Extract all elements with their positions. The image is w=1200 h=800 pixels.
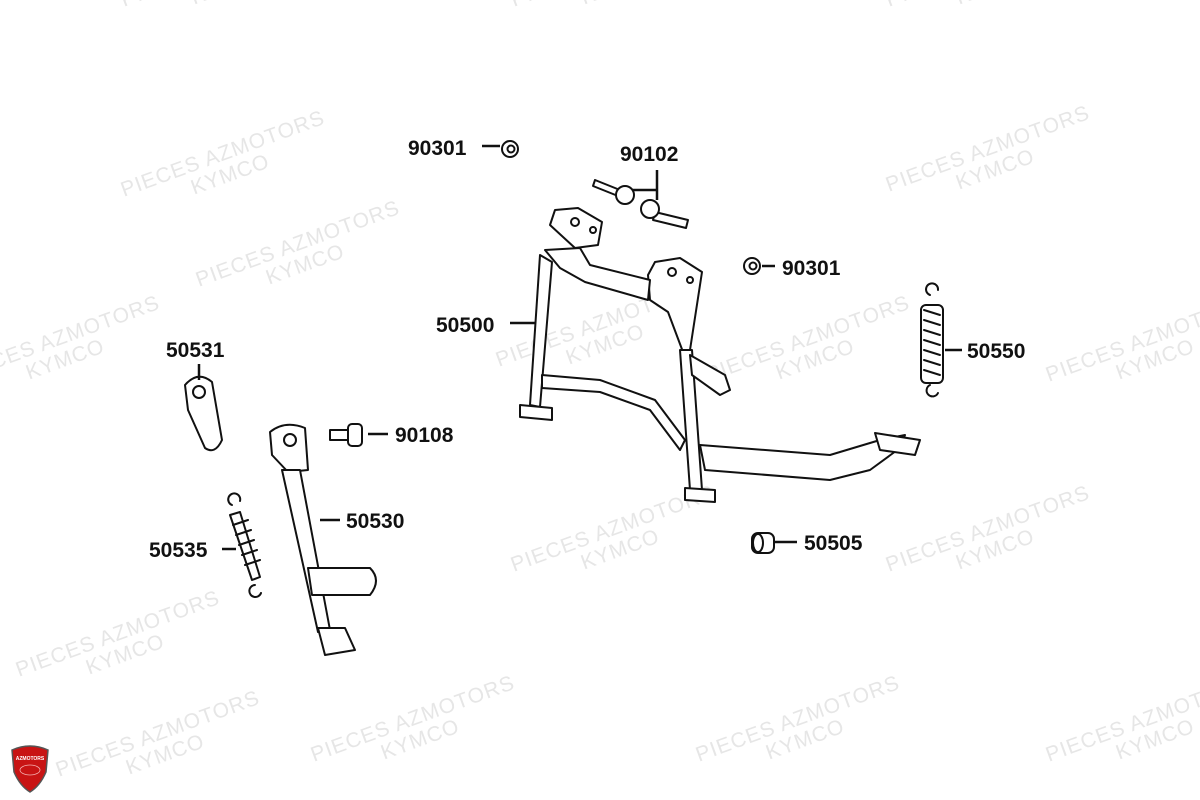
label-50535: 50535: [149, 539, 208, 562]
label-50505: 50505: [804, 532, 863, 555]
main-spring-part[interactable]: [920, 282, 944, 398]
label-90301-right: 90301: [782, 257, 841, 280]
label-50550: 50550: [967, 340, 1025, 363]
nut-90301-top[interactable]: [501, 140, 519, 158]
label-50531: 50531: [166, 339, 225, 362]
main-stand-part[interactable]: [519, 207, 921, 503]
label-50500: 50500: [436, 314, 494, 337]
watermark-text: PIECES AZMOTORS: [883, 0, 1093, 12]
side-stand-part[interactable]: [269, 423, 377, 656]
bolt-90102-a[interactable]: [592, 179, 635, 205]
watermark-text: PIECES AZMOTORS: [508, 0, 718, 12]
watermark-text: KYMCO: [953, 0, 1038, 9]
leader-lines: [197, 144, 962, 551]
nut-90301-right[interactable]: [743, 257, 761, 275]
watermark-text: KYMCO: [578, 0, 663, 9]
side-spring-part[interactable]: [227, 492, 262, 598]
label-50530: 50530: [346, 510, 404, 533]
watermark-text: PIECES AZMOTORS: [0, 291, 163, 386]
bushing-part[interactable]: [751, 532, 775, 554]
plate-part[interactable]: [184, 375, 223, 452]
label-90108: 90108: [395, 424, 454, 447]
watermark-text: KYMCO: [188, 0, 273, 9]
label-90301-top: 90301: [408, 137, 467, 160]
azmotors-logo: AZMOTORS: [11, 745, 49, 793]
bolt-90102-b[interactable]: [640, 199, 689, 229]
label-90102: 90102: [620, 143, 678, 166]
bolt-90108-part[interactable]: [329, 423, 363, 447]
watermark-text: PIECES AZMOTORS: [118, 0, 328, 12]
logo-text: AZMOTORS: [16, 756, 45, 762]
